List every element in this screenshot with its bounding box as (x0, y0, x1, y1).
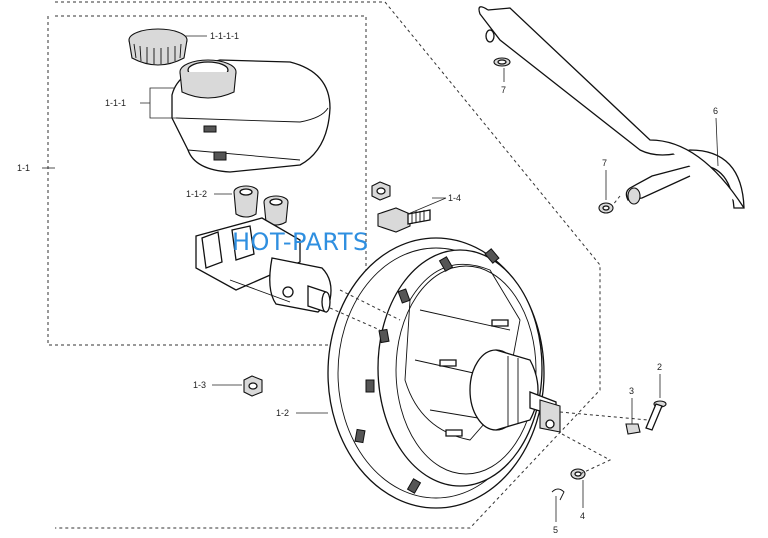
brake-booster (327, 237, 561, 509)
callout-3: 3 (629, 386, 634, 396)
reservoir-cap (128, 28, 188, 66)
callout-7-mid: 7 (602, 158, 607, 168)
callout-4: 4 (580, 511, 585, 521)
brake-fluid-reservoir (171, 59, 331, 173)
retaining-clip (551, 488, 565, 501)
callout-1-1-2: 1-1-2 (186, 189, 207, 199)
master-cylinder (195, 217, 332, 313)
washer (570, 468, 586, 480)
leader-1-4 (407, 197, 447, 215)
callout-5: 5 (553, 525, 558, 535)
callout-1-2: 1-2 (276, 408, 289, 418)
watermark-text: HOT-PARTS (232, 228, 369, 256)
assembly-line-4 (561, 433, 612, 475)
outer-dashed-boundary (55, 1, 601, 529)
hose-clamp-mid (598, 202, 614, 214)
callout-1-4: 1-4 (448, 193, 461, 203)
assembly-line-5 (611, 195, 621, 207)
callout-1-3: 1-3 (193, 380, 206, 390)
check-valve-fitting (377, 207, 431, 233)
callout-1-1-1: 1-1-1 (105, 98, 126, 108)
leader-1-1-1 (140, 87, 178, 119)
assembly-line-3 (559, 411, 649, 421)
callout-1-1: 1-1 (17, 163, 30, 173)
check-valve-nut (371, 181, 391, 201)
booster-clips (354, 248, 500, 494)
assembly-line-1 (339, 289, 401, 321)
spring-clip (625, 423, 641, 435)
callout-1-1-1-1: 1-1-1-1 (210, 31, 239, 41)
callout-2: 2 (657, 362, 662, 372)
mounting-nut (243, 375, 263, 397)
leader-6 (715, 117, 719, 167)
hose-clamp-top (493, 57, 511, 67)
callout-7-top: 7 (501, 85, 506, 95)
vacuum-hose (478, 6, 745, 209)
callout-6: 6 (713, 106, 718, 116)
clevis-pin (645, 400, 667, 431)
